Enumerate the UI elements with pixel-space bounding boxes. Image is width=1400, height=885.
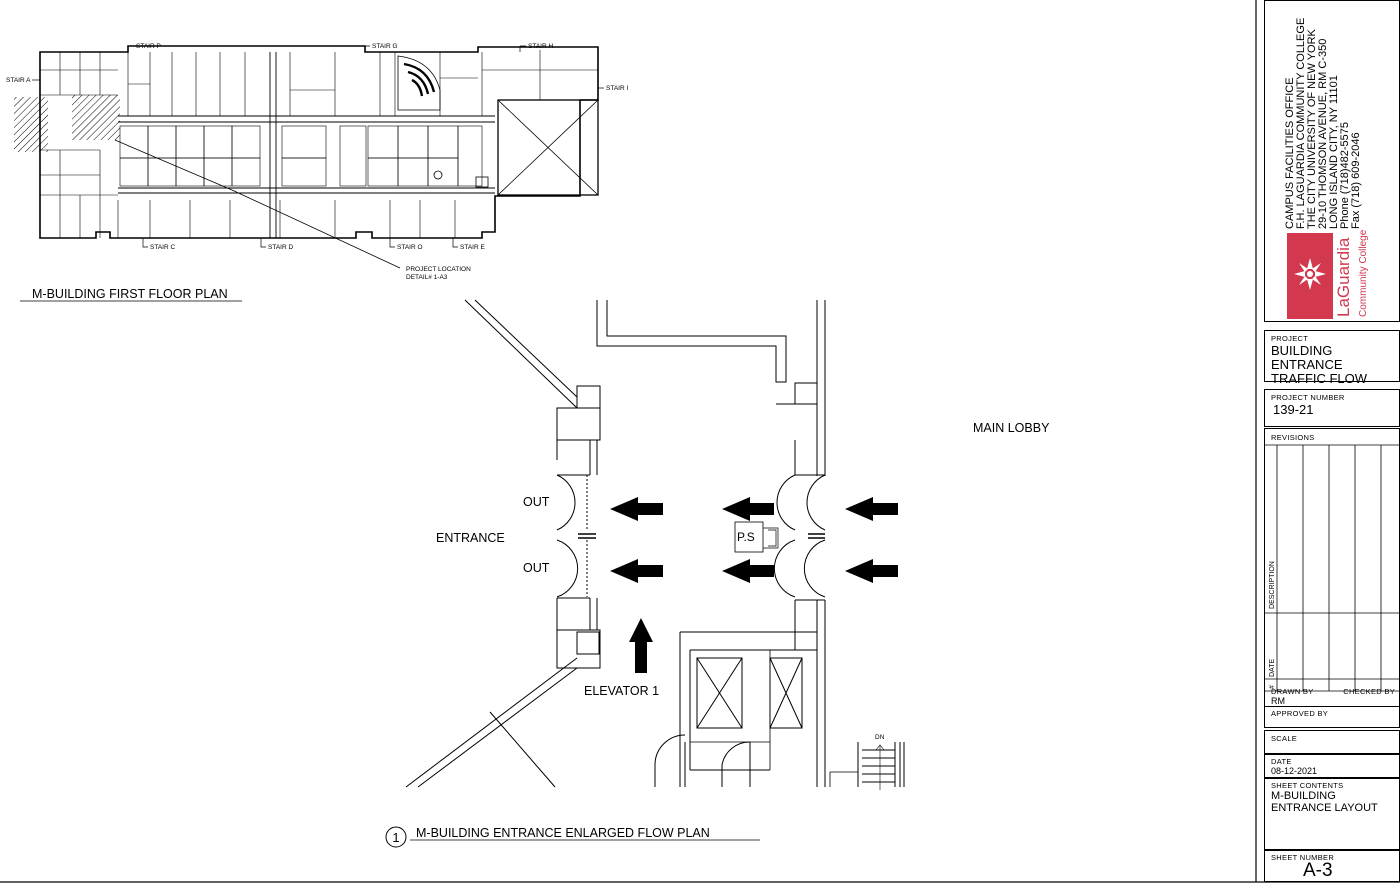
stair-e-label: STAIR E: [460, 244, 485, 251]
stair-g-label: STAIR G: [372, 43, 398, 50]
stair-a-label: STAIR A: [6, 77, 31, 84]
scale-panel: SCALE: [1264, 730, 1400, 754]
out-label-bottom: OUT: [523, 561, 550, 575]
title-block: CAMPUS FACILITIES OFFICE F.H. LAGUARDIA …: [1264, 0, 1400, 885]
sheet-number-label: SHEET NUMBER: [1271, 853, 1335, 862]
project-title-line-2: TRAFFIC FLOW: [1271, 371, 1368, 386]
arrow-left-icon: [845, 497, 898, 521]
project-number-label: PROJECT NUMBER: [1271, 393, 1345, 402]
office-line-6: Phone (718)482-5575: [1339, 122, 1351, 229]
detail-number-bubble: [385, 826, 407, 848]
elevator-label: ELEVATOR 1: [584, 684, 659, 698]
ps-label: P.S: [737, 530, 755, 544]
stair-p-label: STAIR P: [136, 43, 161, 50]
sheet-number: A-3: [1303, 860, 1333, 881]
revisions-grid: DESCRIPTION DATE #: [1265, 444, 1399, 692]
number-column-label: #: [1269, 685, 1276, 689]
date-column-label: DATE: [1269, 659, 1276, 677]
stair-i-label: STAIR I: [606, 85, 628, 92]
stair-labels: [32, 45, 604, 248]
office-panel: CAMPUS FACILITIES OFFICE F.H. LAGUARDIA …: [1264, 0, 1400, 322]
revisions-label: REVISIONS: [1271, 433, 1315, 442]
sheet-number-panel: SHEET NUMBER A-3: [1264, 850, 1400, 882]
logo-flower-icon: [1294, 258, 1326, 290]
entrance-label: ENTRANCE: [436, 531, 505, 545]
approved-by-panel: APPROVED BY: [1264, 706, 1400, 728]
sheet-contents-panel: SHEET CONTENTS M-BUILDING ENTRANCE LAYOU…: [1264, 778, 1400, 850]
detail-number: 1: [392, 830, 399, 845]
project-number-panel: PROJECT NUMBER 139-21: [1264, 389, 1400, 427]
arrow-left-icon: [722, 497, 774, 521]
scale-label: SCALE: [1271, 734, 1298, 743]
logo-subtitle: Community College: [1358, 229, 1369, 317]
checked-by-label: CHECKED BY: [1343, 687, 1395, 696]
stair-o-label: STAIR O: [397, 244, 423, 251]
approved-by-label: APPROVED BY: [1271, 709, 1329, 718]
arrow-left-icon: [610, 497, 663, 521]
project-number: 139-21: [1273, 402, 1314, 417]
office-line-4: 29-10 THOMSON AVENUE, RM C-350: [1317, 39, 1329, 229]
office-line-2: F.H. LAGUARDIA COMMUNITY COLLEGE: [1295, 18, 1307, 229]
arrow-left-icon: [845, 559, 898, 583]
entrance-flow-plan: [405, 299, 905, 790]
arrow-left-icon: [610, 559, 663, 583]
dn-label: DN: [875, 734, 885, 741]
sheet-contents-line-1: M-BUILDING: [1271, 790, 1336, 802]
first-floor-plan: [14, 45, 599, 269]
logo-name: LaGuardia: [1334, 237, 1353, 317]
project-panel: PROJECT BUILDING ENTRANCE TRAFFIC FLOW: [1264, 330, 1400, 386]
date-value: 08-12-2021: [1271, 766, 1318, 776]
date-panel: DATE 08-12-2021: [1264, 754, 1400, 778]
project-label: PROJECT: [1271, 334, 1309, 343]
project-title-line-1: BUILDING ENTRANCE: [1271, 343, 1343, 372]
office-line-3: THE CITY UNIVERSITY OF NEW YORK: [1306, 28, 1318, 229]
drawn-by-label: DRAWN BY: [1271, 687, 1314, 696]
office-line-1: CAMPUS FACILITIES OFFICE: [1284, 77, 1296, 229]
project-location-detail: DETAIL# 1-A3: [406, 274, 448, 281]
stair-d-label: STAIR D: [268, 244, 293, 251]
out-label-top: OUT: [523, 495, 550, 509]
arrow-left-icon: [722, 559, 774, 583]
office-line-7: Fax (718) 609-2046: [1350, 132, 1362, 229]
sheet-contents-label: SHEET CONTENTS: [1271, 781, 1344, 790]
project-location-label: PROJECT LOCATION: [406, 266, 471, 273]
floor-plan-title: M-BUILDING FIRST FLOOR PLAN: [32, 287, 228, 301]
sheet-contents-line-2: ENTRANCE LAYOUT: [1271, 802, 1378, 814]
drawn-by-value: RM: [1271, 696, 1285, 706]
office-panel-graphics: CAMPUS FACILITIES OFFICE F.H. LAGUARDIA …: [1284, 18, 1369, 319]
main-lobby-label: MAIN LOBBY: [973, 421, 1050, 435]
detail-title: M-BUILDING ENTRANCE ENLARGED FLOW PLAN: [416, 826, 710, 840]
revisions-panel: REVISIONS DESCRIPTION DATE #: [1264, 428, 1400, 707]
date-label: DATE: [1271, 757, 1292, 766]
office-line-5: LONG ISLAND CITY, NY 11101: [1328, 75, 1340, 229]
description-column-label: DESCRIPTION: [1269, 561, 1276, 609]
stair-c-label: STAIR C: [150, 244, 175, 251]
traffic-flow-arrows: [610, 497, 898, 673]
stair-h-label: STAIR H: [528, 43, 553, 50]
arrow-up-icon: [629, 618, 653, 673]
